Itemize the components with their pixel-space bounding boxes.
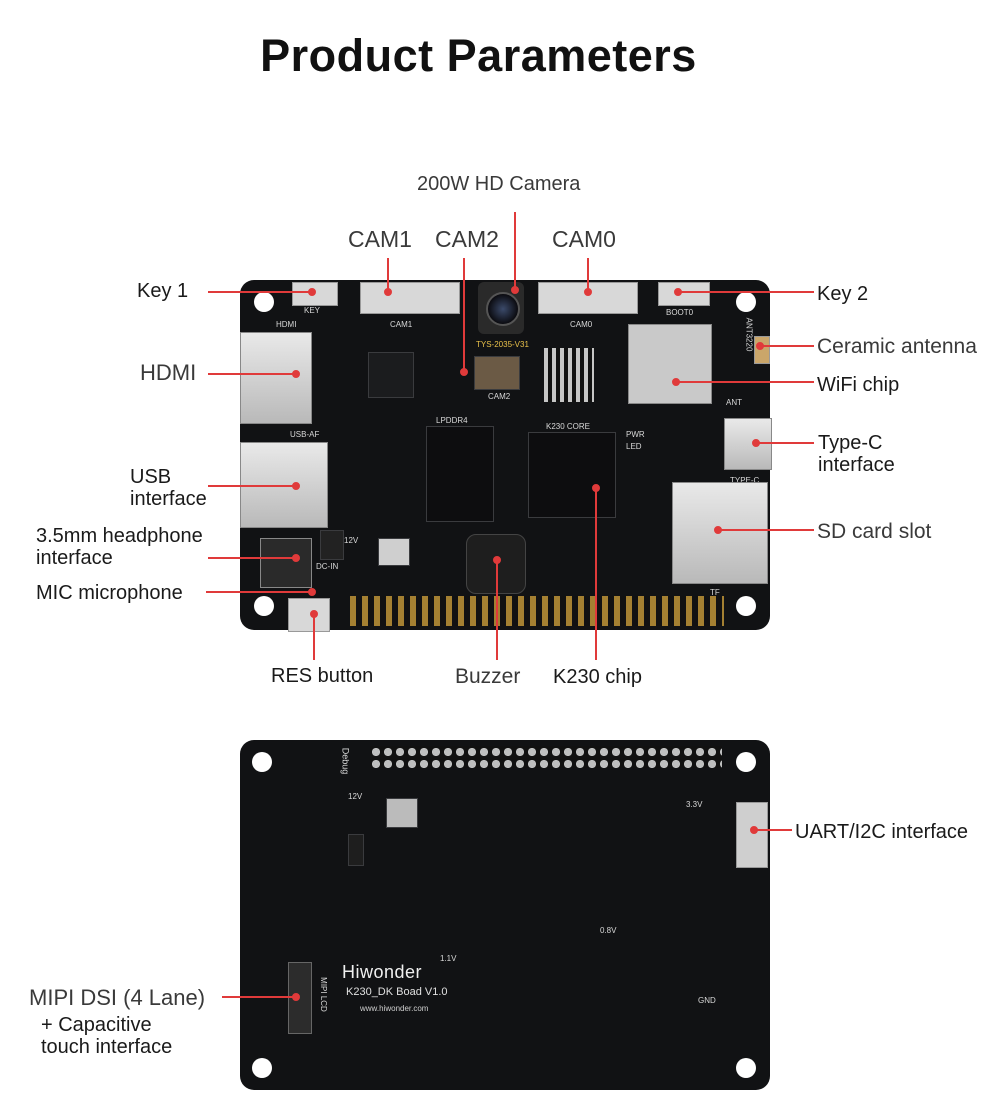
label-cam2: CAM2 (435, 226, 499, 252)
label-camera: 200W HD Camera (417, 173, 581, 195)
silk-back-12v: 12V (348, 792, 363, 801)
label-hdmi: HDMI (140, 360, 197, 385)
mount-hole (736, 292, 756, 312)
silk-key: KEY (304, 306, 321, 315)
label-typec-line1: Type-C (818, 432, 883, 454)
mount-hole (736, 1058, 756, 1078)
label-mic: MIC microphone (36, 582, 183, 604)
label-ceramic-antenna: Ceramic antenna (817, 335, 977, 358)
key2-part (658, 282, 710, 306)
silk-cam0: CAM0 (570, 320, 593, 329)
silk-back-33v: 3.3V (686, 800, 703, 809)
k230-chip-part (528, 432, 616, 518)
regulator (378, 538, 410, 566)
silk-cam1: CAM1 (390, 320, 413, 329)
label-wifi-chip: WiFi chip (817, 374, 900, 396)
label-k230-chip: K230 chip (553, 666, 642, 688)
silk-typec: TYPE-C (730, 476, 760, 485)
front-board: HDMI USB-AF KEY BOOT0 CAM1 CAM0 TYS-2035… (240, 280, 772, 632)
res-button-part (288, 598, 330, 632)
silk-tf: TF (710, 588, 720, 597)
mount-hole (254, 292, 274, 312)
qr-code (544, 348, 594, 402)
back-gpio-header (370, 746, 722, 768)
silk-lpddr: LPDDR4 (436, 416, 468, 425)
label-res-button: RES button (271, 665, 374, 687)
wifi-module (628, 324, 712, 404)
label-mipi-line1: MIPI DSI (4 Lane) (29, 985, 206, 1010)
silk-boot0: BOOT0 (666, 308, 694, 317)
silk-led: LED (626, 442, 642, 451)
lpddr-chip (426, 426, 494, 522)
headphone-jack (260, 538, 312, 588)
label-headphone-line1: 3.5mm headphone (36, 525, 203, 547)
label-usb-line2: interface (130, 488, 207, 510)
silk-dcin: DC-IN (316, 562, 339, 571)
silk-back-gnd: GND (698, 996, 716, 1005)
hdmi-ic (368, 352, 414, 398)
silk-ant: ANT (726, 398, 742, 407)
label-cam0: CAM0 (552, 226, 616, 252)
label-headphone-line2: interface (36, 547, 113, 569)
label-mipi-line3: touch interface (41, 1036, 173, 1058)
silk-camera-part: TYS-2035-V31 (476, 340, 529, 349)
mount-hole (736, 596, 756, 616)
gpio-header (350, 596, 724, 626)
cam1-connector (360, 282, 460, 314)
silk-hdmi: HDMI (276, 320, 297, 329)
cam2-connector (474, 356, 520, 390)
inductor (386, 798, 418, 828)
page-title: Product Parameters (260, 30, 697, 81)
camera-lens (486, 292, 520, 326)
model-text: K230_DK Boad V1.0 (346, 986, 448, 998)
mount-hole (254, 596, 274, 616)
hdmi-port (240, 332, 312, 424)
label-key1: Key 1 (137, 280, 189, 302)
label-cam1: CAM1 (348, 226, 412, 252)
silk-back-11v: 1.1V (440, 954, 457, 963)
label-sd-card: SD card slot (817, 520, 932, 543)
website-text: www.hiwonder.com (360, 1004, 429, 1013)
mount-hole (736, 752, 756, 772)
label-key2: Key 2 (817, 283, 869, 305)
label-mipi-line2: + Capacitive (41, 1014, 152, 1036)
back-cap (348, 834, 364, 866)
silk-cam2: CAM2 (488, 392, 511, 401)
silk-back-08v: 0.8V (600, 926, 617, 935)
label-typec-line2: interface (818, 454, 895, 476)
brand-logo: Hiwonder (342, 962, 423, 982)
dcin-header (320, 530, 344, 560)
back-board: Debug 12V 3.3V 0.8V 1.1V GND MIPI LCD Hi… (240, 740, 770, 1090)
label-usb-line1: USB (130, 466, 172, 488)
uart-connector (736, 802, 768, 868)
label-buzzer: Buzzer (455, 665, 521, 688)
silk-pwr: PWR (626, 430, 645, 439)
mount-hole (252, 1058, 272, 1078)
silk-k230core: K230 CORE (546, 422, 591, 431)
mount-hole (252, 752, 272, 772)
silk-12v: 12V (344, 536, 359, 545)
silk-usb: USB-AF (290, 430, 320, 439)
label-uart: UART/I2C interface (795, 821, 969, 843)
